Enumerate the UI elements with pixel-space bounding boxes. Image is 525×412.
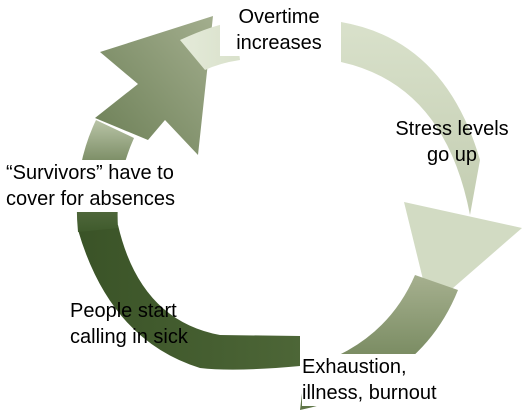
arc-segment-top-right: [341, 22, 480, 215]
arc-segment-bottom: [78, 225, 300, 370]
stage-label-line: increases: [236, 32, 322, 54]
stage-label-sick: People start calling in sick: [70, 298, 220, 350]
stage-label-line: People start: [70, 300, 177, 322]
stage-label-overtime: Overtime increases: [220, 4, 338, 56]
stage-label-line: go up: [426, 144, 478, 166]
stage-label-exhaustion: Exhaustion, illness, burnout: [302, 354, 472, 406]
stage-label-line: calling in sick: [70, 326, 188, 348]
stage-label-survivors: “Survivors” have to cover for absences: [6, 160, 218, 212]
stage-label-stress: Stress levels go up: [380, 116, 524, 168]
stage-label-line: “Survivors” have to: [6, 162, 174, 184]
stage-label-line: Stress levels: [395, 118, 509, 140]
stage-label-line: Overtime: [238, 6, 320, 28]
stage-label-line: illness, burnout: [302, 382, 437, 404]
stage-label-line: cover for absences: [6, 188, 175, 210]
stage-label-line: Exhaustion,: [302, 356, 407, 378]
arrowhead-top-left: [95, 16, 213, 155]
